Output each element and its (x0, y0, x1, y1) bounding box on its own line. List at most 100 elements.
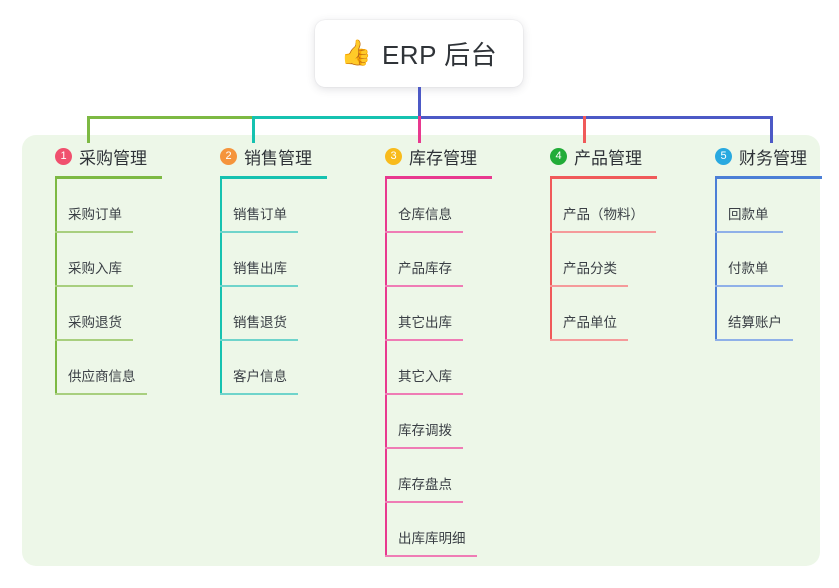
branch-item[interactable]: 客户信息 (203, 341, 327, 395)
branch-item-rule (385, 501, 463, 503)
branch-item[interactable]: 采购订单 (38, 179, 162, 233)
branch-spine (550, 179, 552, 341)
branch-item-rule (220, 393, 298, 395)
branch-items-finance: 回款单付款单结算账户 (698, 179, 822, 341)
branch-item[interactable]: 仓库信息 (368, 179, 492, 233)
branch-number-badge: 1 (55, 147, 72, 165)
branch-items-inventory: 仓库信息产品库存其它出库其它入库库存调拨库存盘点出库库明细 (368, 179, 492, 557)
root-node-content: 👍 ERP 后台 (341, 35, 497, 72)
connector-drop-sales (252, 116, 255, 143)
branch-item-label: 其它入库 (398, 369, 452, 384)
branch-item[interactable]: 付款单 (698, 233, 822, 287)
branch-header-rule (385, 176, 492, 179)
branch-item[interactable]: 回款单 (698, 179, 822, 233)
branch-title: 采购管理 (79, 148, 147, 168)
branch-item-rule (715, 285, 783, 287)
branch-item[interactable]: 采购退货 (38, 287, 162, 341)
branch-spine (715, 179, 717, 341)
branch-title: 库存管理 (409, 148, 477, 168)
branch-item-rule (385, 393, 463, 395)
root-node-erp-backend[interactable]: 👍 ERP 后台 (315, 20, 523, 87)
branch-item-label: 产品单位 (563, 315, 617, 330)
branch-item[interactable]: 其它入库 (368, 341, 492, 395)
branch-column-sales: 2 销售管理销售订单销售出库销售退货客户信息 (203, 143, 327, 395)
branch-spine (385, 179, 387, 557)
connector-drop-inventory (418, 116, 421, 143)
branch-item-rule (385, 447, 463, 449)
branches-panel (22, 135, 820, 566)
branch-item-label: 客户信息 (233, 369, 287, 384)
branch-item[interactable]: 产品库存 (368, 233, 492, 287)
branch-item[interactable]: 库存盘点 (368, 449, 492, 503)
branch-item-label: 销售出库 (233, 261, 287, 276)
branch-item-rule (385, 555, 477, 557)
branch-items-sales: 销售订单销售出库销售退货客户信息 (203, 179, 327, 395)
branch-item[interactable]: 销售订单 (203, 179, 327, 233)
branch-item[interactable]: 其它出库 (368, 287, 492, 341)
branch-item-rule (715, 231, 783, 233)
branch-item-rule (55, 393, 147, 395)
branch-item[interactable]: 供应商信息 (38, 341, 162, 395)
branch-header-rule (715, 176, 822, 179)
branch-item[interactable]: 采购入库 (38, 233, 162, 287)
connector-trunk (418, 87, 421, 119)
branch-item[interactable]: 销售退货 (203, 287, 327, 341)
branch-items-purchase: 采购订单采购入库采购退货供应商信息 (38, 179, 162, 395)
branch-item-rule (550, 231, 656, 233)
branch-header-sales[interactable]: 2 销售管理 (203, 143, 327, 169)
branch-item[interactable]: 产品（物料） (533, 179, 657, 233)
branch-item-label: 结算账户 (728, 315, 782, 330)
connector-drop-product (583, 116, 586, 143)
branch-item-rule (715, 339, 793, 341)
branch-item-label: 产品（物料） (563, 207, 644, 222)
branch-item-rule (55, 231, 133, 233)
branch-item[interactable]: 出库库明细 (368, 503, 492, 557)
branch-spine (55, 179, 57, 395)
branch-item-rule (550, 339, 628, 341)
connector-drop-finance (770, 116, 773, 143)
branch-item-label: 销售退货 (233, 315, 287, 330)
branch-item-label: 采购入库 (68, 261, 122, 276)
branch-item-rule (220, 285, 298, 287)
branch-title: 财务管理 (739, 148, 807, 168)
branch-header-purchase[interactable]: 1 采购管理 (38, 143, 162, 169)
connector-bar-right (418, 116, 773, 119)
branch-item[interactable]: 产品分类 (533, 233, 657, 287)
branch-header-rule (220, 176, 327, 179)
branch-number-badge: 2 (220, 147, 237, 165)
branch-title: 产品管理 (574, 148, 642, 168)
branch-spine (220, 179, 222, 395)
branch-item-label: 仓库信息 (398, 207, 452, 222)
branch-number-badge: 3 (385, 147, 402, 165)
branch-column-purchase: 1 采购管理采购订单采购入库采购退货供应商信息 (38, 143, 162, 395)
connector-drop-purchase (87, 116, 90, 143)
branch-item-rule (55, 285, 133, 287)
branch-header-rule (550, 176, 657, 179)
branch-item-rule (55, 339, 133, 341)
branch-item-label: 采购退货 (68, 315, 122, 330)
branch-items-product: 产品（物料） 产品分类产品单位 (533, 179, 657, 341)
branch-item-rule (550, 285, 628, 287)
branch-item-label: 销售订单 (233, 207, 287, 222)
branch-item[interactable]: 结算账户 (698, 287, 822, 341)
branch-item[interactable]: 产品单位 (533, 287, 657, 341)
branch-item-label: 产品分类 (563, 261, 617, 276)
branch-item-rule (220, 339, 298, 341)
branch-item-label: 其它出库 (398, 315, 452, 330)
connector-bar-purchase (87, 116, 252, 119)
branch-title: 销售管理 (244, 148, 312, 168)
branch-item[interactable]: 销售出库 (203, 233, 327, 287)
thumbs-up-icon: 👍 (340, 39, 372, 67)
branch-item-label: 回款单 (728, 207, 769, 222)
branch-header-inventory[interactable]: 3 库存管理 (368, 143, 492, 169)
connector-bar-sales (252, 116, 418, 119)
branch-item-rule (385, 285, 463, 287)
branch-item-rule (385, 339, 463, 341)
branch-item[interactable]: 库存调拨 (368, 395, 492, 449)
branch-item-label: 供应商信息 (68, 369, 136, 384)
branch-item-rule (385, 231, 463, 233)
